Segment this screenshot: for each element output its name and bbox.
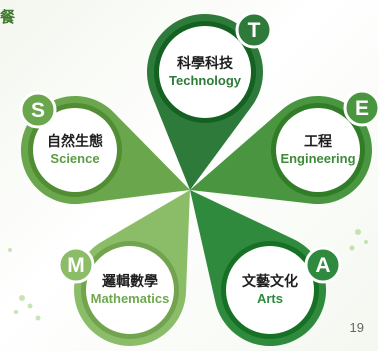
label-en-mathematics: Mathematics (90, 290, 170, 306)
petal-arts: A (190, 190, 342, 347)
label-zh-science: 自然生態 (47, 133, 103, 150)
badge-science (19, 91, 57, 129)
petal-center-engineering (276, 108, 360, 192)
petal-mathematics: M (57, 190, 190, 346)
petal-engineering: E (190, 89, 378, 205)
petal-technology: T (146, 11, 273, 190)
badge-letter-technology: T (248, 19, 261, 42)
badge-letter-mathematics: M (67, 254, 85, 277)
petal-center-arts (226, 246, 314, 334)
badge-mathematics (57, 246, 95, 284)
label-en-science: Science (50, 150, 100, 166)
label-zh-arts: 文藝文化 (242, 273, 298, 290)
label-en-arts: Arts (256, 290, 283, 306)
label-zh-engineering: 工程 (304, 133, 332, 150)
corner-text: 餐 (0, 8, 17, 26)
label-en-engineering: Engineering (280, 150, 356, 166)
label-zh-technology: 科學科技 (176, 55, 233, 72)
badge-letter-engineering: E (355, 97, 369, 120)
badge-technology (235, 11, 273, 49)
badge-letter-science: S (31, 99, 45, 122)
petal-science: S (19, 91, 191, 205)
petal-center-technology (159, 26, 251, 118)
label-zh-mathematics: 邏輯數學 (102, 273, 158, 290)
badge-arts (304, 246, 342, 284)
petal-center-mathematics (86, 246, 174, 334)
page-number: 19 (349, 320, 364, 335)
label-en-technology: Technology (169, 72, 241, 88)
decor-leaves (8, 229, 368, 321)
badge-engineering (343, 89, 378, 127)
badge-letter-arts: A (315, 254, 330, 277)
petal-center-science (33, 108, 117, 192)
